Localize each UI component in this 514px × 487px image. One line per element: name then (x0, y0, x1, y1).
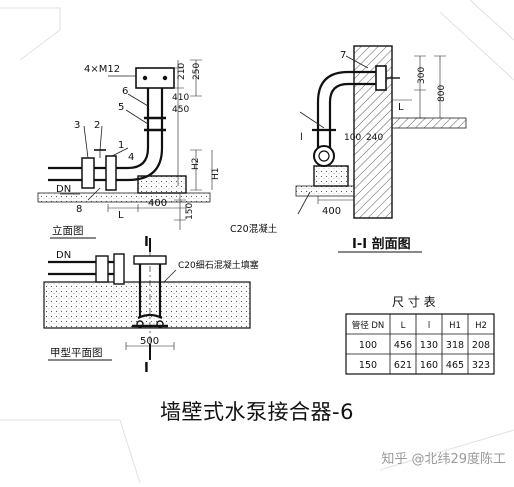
label-bolt: 4×M12 (84, 64, 120, 75)
section-mark-bottom: I (144, 361, 149, 376)
elevation-ground (37, 192, 211, 203)
label-dim-210: 210 (177, 63, 187, 80)
table-title: 尺 寸 表 (392, 295, 436, 309)
label-dim-400-elevation: 400 (148, 198, 167, 209)
table-cell: 160 (420, 360, 438, 371)
label-l-section: l (300, 132, 303, 143)
label-item-5: 5 (118, 102, 124, 113)
table-cell: 318 (446, 340, 464, 351)
label-dim-150: 150 (185, 203, 195, 220)
elevation-view: 4×M12 210 250 410 450 6 5 3 2 1 4 DN 8 H… (37, 59, 221, 239)
label-item-2: 2 (94, 120, 100, 131)
label-item-8: 8 (76, 204, 82, 215)
section-title: I-I 剖面图 (352, 236, 411, 252)
table-header-cell: L (401, 321, 406, 331)
elevation-check-valve (105, 155, 117, 191)
label-item-7: 7 (340, 50, 346, 61)
label-dim-500: 500 (140, 336, 159, 347)
label-L-section: L (398, 102, 404, 113)
label-dim-800: 800 (437, 85, 447, 102)
section-wall (353, 45, 393, 219)
label-dim-240: 240 (366, 133, 383, 143)
elevation-elbow (127, 147, 164, 182)
table-cell: 208 (472, 340, 490, 351)
label-L-elevation: L (118, 210, 124, 221)
label-item-3: 3 (74, 120, 80, 131)
table-header-cell: l (428, 321, 430, 331)
section-riser (316, 102, 332, 148)
label-dim-100: 100 (344, 133, 361, 143)
section-view: 7 300 800 L l 100 240 400 C20混凝土 I-I 剖面图 (230, 45, 467, 253)
table-cell: 150 (359, 360, 377, 371)
label-c20-fill: C20细石混凝土填塞 (178, 259, 259, 271)
label-item-4: 4 (128, 152, 134, 163)
label-dn-elevation: DN (56, 184, 71, 195)
plan-title: 甲型平面图 (50, 346, 103, 359)
section-ground (295, 185, 355, 197)
label-dn-plan: DN (56, 250, 71, 261)
table-cell: 465 (446, 360, 464, 371)
label-dim-300: 300 (417, 67, 427, 84)
elevation-title: 立面图 (52, 224, 84, 237)
label-c20-concrete: C20混凝土 (230, 223, 278, 235)
plan-wall (43, 281, 251, 329)
plan-pipe (48, 260, 122, 276)
label-dim-450: 450 (172, 105, 189, 115)
table-cell: 130 (420, 340, 438, 351)
table-cell: 621 (394, 360, 412, 371)
label-item-6: 6 (122, 86, 128, 97)
table-cell: 456 (394, 340, 412, 351)
label-dim-400-section: 400 (322, 206, 341, 217)
label-h1: H1 (211, 168, 221, 181)
plan-view: I I DN C20细石混凝土填塞 500 甲型平面图 (43, 235, 259, 376)
elevation-valve (81, 157, 95, 189)
section-slab (391, 117, 467, 129)
table-header-cell: 管径 DN (352, 320, 385, 331)
section-pipe-end (313, 145, 335, 167)
label-dim-250: 250 (192, 63, 202, 80)
table-cell: 323 (472, 360, 490, 371)
label-h2: H2 (191, 158, 201, 171)
elevation-flange-plate (135, 67, 175, 89)
label-item-1: 1 (118, 140, 124, 151)
label-dim-410: 410 (172, 93, 189, 103)
table-border (345, 313, 495, 375)
section-wall-plate (375, 65, 387, 91)
table-header-cell: H1 (449, 321, 461, 331)
table-header-cell: H2 (475, 321, 487, 331)
watermark: 知乎 @北纬29度陈工 (381, 452, 506, 467)
section-pedestal (313, 165, 349, 187)
section-mark-top: I (144, 235, 149, 250)
figure-caption: 墙壁式水泵接合器-6 (160, 400, 354, 424)
table-cell: 100 (359, 340, 377, 351)
section-bend (316, 70, 376, 103)
elevation-pedestal (137, 175, 187, 194)
